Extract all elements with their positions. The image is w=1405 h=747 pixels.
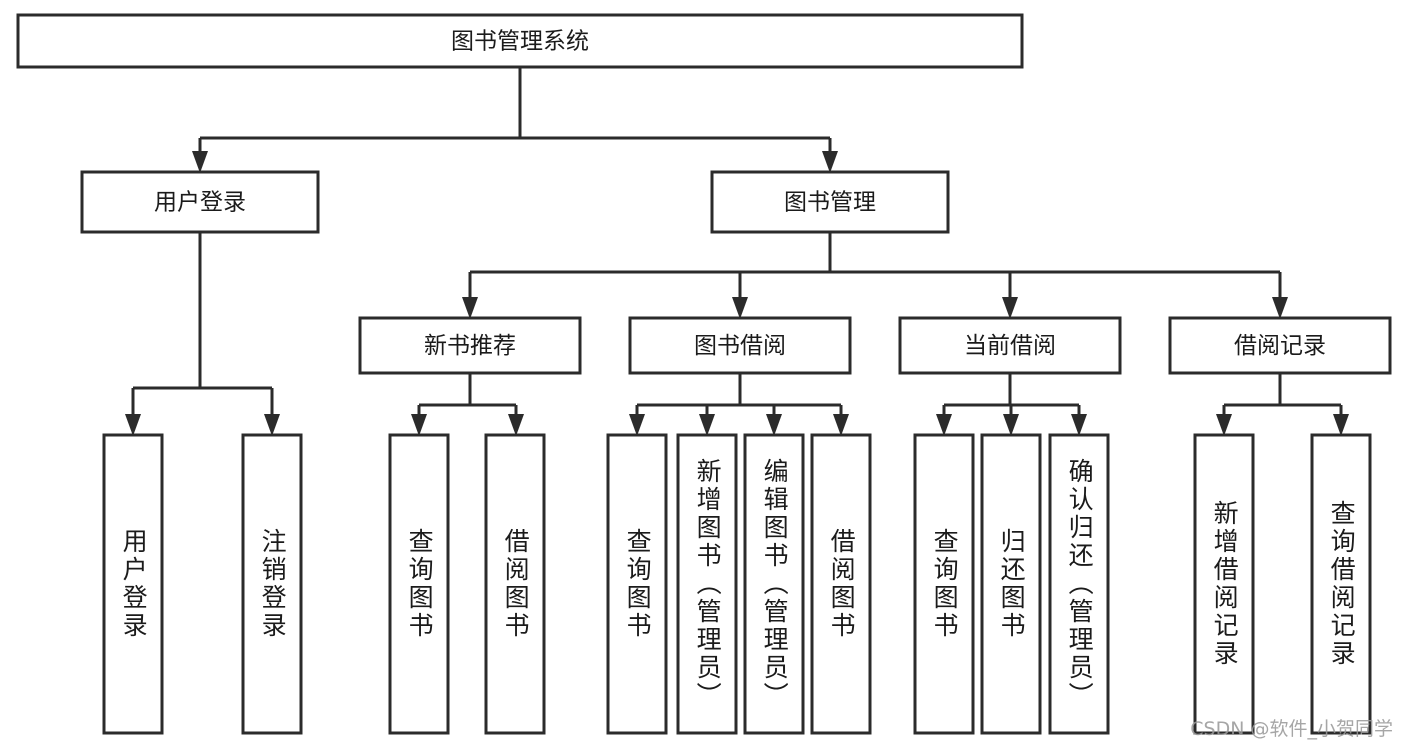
arrow-to-leaf-confirm-return-head [1071,414,1087,436]
node-box-leaf-query-record[interactable] [1310,433,1372,735]
arrow-to-leaf-add-book-head [699,414,715,436]
node-box-borrow-record[interactable] [1168,316,1392,375]
arrow-to-leaf-query-record-head [1333,414,1349,436]
arrow-to-leaf-add-record-head [1216,414,1232,436]
arrow-to-borrow-record-head [1272,297,1288,319]
arrow-to-book-manage-head [822,151,838,173]
arrow-to-leaf-return-book-head [1003,414,1019,436]
arrow-to-book-borrow-head [732,297,748,319]
node-box-leaf-borrow-book[interactable] [810,433,872,735]
node-box-root[interactable] [16,13,1024,69]
node-label-new-book-rec: 新书推荐 [424,333,516,359]
arrow-to-leaf-query-book-rec-head [411,414,427,436]
arrow-to-leaf-borrow-book-rec-head [508,414,524,436]
node-label-book-borrow: 图书借阅 [694,333,786,359]
node-box-leaf-borrow-book-rec[interactable] [484,433,546,735]
node-box-leaf-user-logout[interactable] [241,433,303,735]
node-box-book-manage[interactable] [710,170,950,234]
node-box-leaf-confirm-return[interactable] [1048,433,1110,735]
node-box-user-login[interactable] [80,170,320,234]
node-box-book-borrow[interactable] [628,316,852,375]
node-box-current-borrow[interactable] [898,316,1122,375]
node-box-leaf-edit-book[interactable] [743,433,805,735]
box-layer [16,13,1392,735]
arrow-to-leaf-edit-book-head [766,414,782,436]
node-box-leaf-add-record[interactable] [1193,433,1255,735]
arrow-to-leaf-query-book-borrow-head [629,414,645,436]
node-box-leaf-user-login[interactable] [102,433,164,735]
node-label-borrow-record: 借阅记录 [1234,333,1326,359]
arrow-to-new-book-rec-head [462,297,478,319]
connector-layer [133,67,1341,407]
arrow-to-leaf-user-logout-head [264,414,280,436]
node-box-leaf-add-book[interactable] [676,433,738,735]
node-box-new-book-rec[interactable] [358,316,582,375]
node-label-user-login: 用户登录 [154,190,246,216]
arrow-to-leaf-query-book-current-head [936,414,952,436]
node-label-current-borrow: 当前借阅 [964,333,1056,359]
node-box-leaf-return-book[interactable] [980,433,1042,735]
arrow-layer [125,138,1349,436]
node-label-root: 图书管理系统 [451,29,589,55]
arrow-to-user-login-head [192,151,208,173]
node-box-leaf-query-book-borrow[interactable] [606,433,668,735]
arrow-to-current-borrow-head [1002,297,1018,319]
node-label-book-manage: 图书管理 [784,190,876,216]
arrow-to-leaf-user-login-head [125,414,141,436]
arrow-to-leaf-borrow-book-head [833,414,849,436]
node-box-leaf-query-book-current[interactable] [913,433,975,735]
node-box-leaf-query-book-rec[interactable] [388,433,450,735]
